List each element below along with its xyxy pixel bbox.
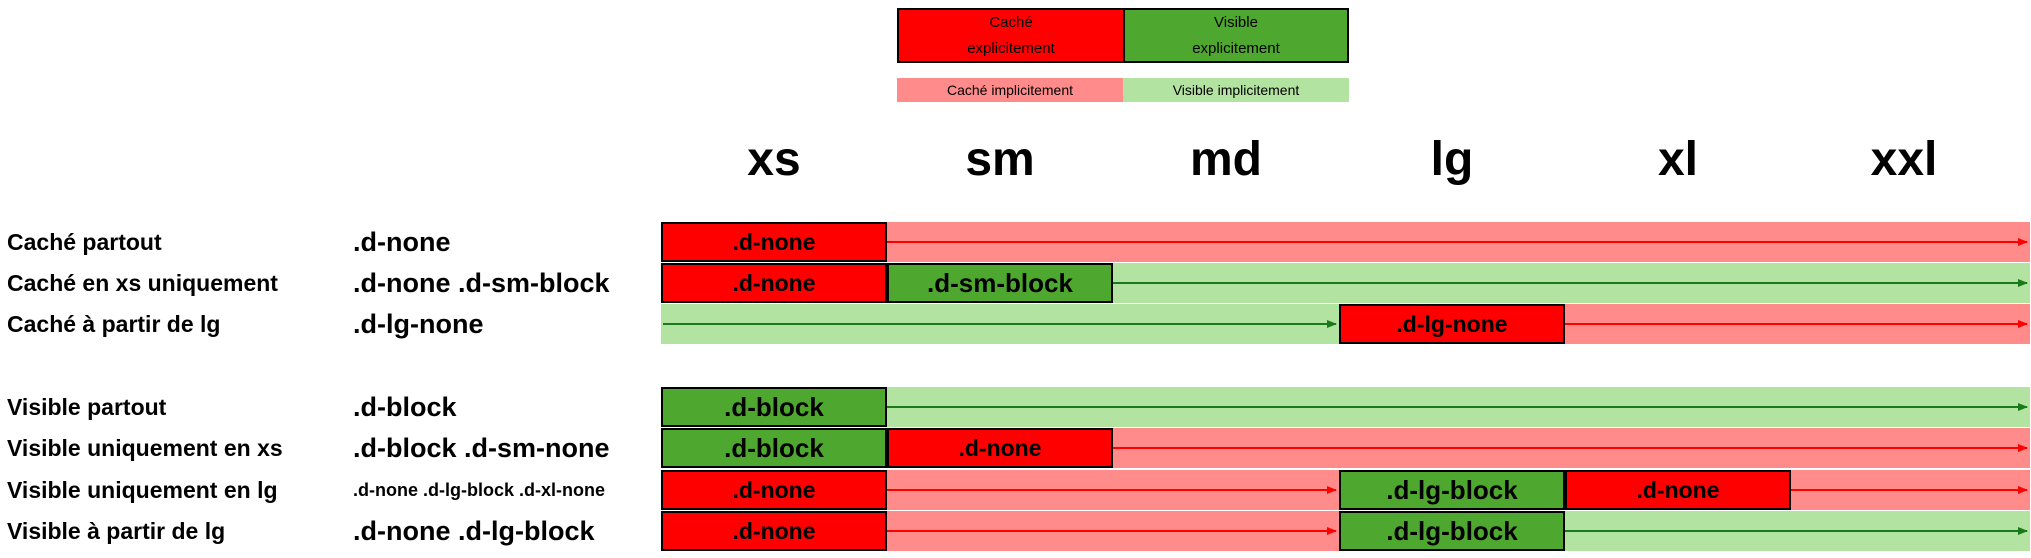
row-classes: .d-lg-none (353, 309, 484, 339)
breakpoint-header-lg: lg (1430, 133, 1474, 186)
cell-class-label: .d-none (732, 476, 816, 503)
row-classes: .d-none .d-lg-block .d-xl-none (353, 480, 605, 500)
legend-visible-implicit-label: Visible implicitement (1172, 82, 1300, 98)
visible-explicit-cell: .d-block (661, 387, 887, 427)
hidden-explicit-cell: .d-lg-none (1339, 304, 1565, 344)
cell-class-label: .d-block (724, 432, 824, 463)
legend-hidden-implicit: Caché implicitement (897, 78, 1123, 102)
visible-explicit-cell: .d-block (661, 428, 887, 468)
cell-class-label: .d-sm-block (927, 267, 1073, 298)
cell-class-label: .d-none (732, 228, 816, 255)
cell-class-label: .d-lg-block (1386, 474, 1518, 505)
hidden-explicit-cell: .d-none (887, 428, 1113, 468)
visible-explicit-cell: .d-lg-block (1339, 511, 1565, 551)
row-classes: .d-none .d-lg-block (353, 516, 595, 546)
breakpoint-header-md: md (1190, 133, 1262, 186)
legend-hidden-implicit-label: Caché implicitement (946, 82, 1074, 98)
row-label: Visible partout (7, 394, 167, 420)
visible-explicit-cell: .d-sm-block (887, 263, 1113, 303)
row-label: Visible uniquement en lg (7, 477, 278, 503)
legend-hidden-explicit: Caché explicitement (897, 8, 1123, 63)
row-classes: .d-block (353, 392, 457, 422)
hidden-explicit-cell: .d-none (1565, 470, 1791, 510)
row-label: Visible uniquement en xs (7, 435, 283, 461)
cell-class-label: .d-none (1636, 476, 1720, 503)
cell-class-label: .d-none (732, 269, 816, 296)
breakpoint-header-sm: sm (965, 133, 1035, 186)
cell-class-label: .d-lg-none (1396, 310, 1508, 337)
cell-class-label: .d-none (732, 517, 816, 544)
row-classes: .d-none .d-sm-block (353, 268, 610, 298)
cell-class-label: .d-block (724, 391, 824, 422)
breakpoint-header-xs: xs (747, 133, 801, 186)
legend-visible-explicit: Visible explicitement (1123, 8, 1349, 63)
hidden-explicit-cell: .d-none (661, 511, 887, 551)
row-classes: .d-block .d-sm-none (353, 433, 610, 463)
legend-visible-implicit: Visible implicitement (1123, 78, 1349, 102)
cell-class-label: .d-none (958, 434, 1042, 461)
breakpoint-header-xl: xl (1657, 133, 1699, 186)
row-label: Caché à partir de lg (7, 311, 221, 337)
row-label: Caché en xs uniquement (7, 270, 278, 296)
breakpoint-header-xxl: xxl (1870, 133, 1938, 186)
hidden-explicit-cell: .d-none (661, 470, 887, 510)
hidden-explicit-cell: .d-none (661, 222, 887, 262)
hidden-explicit-cell: .d-none (661, 263, 887, 303)
legend-hidden-explicit-label: Caché explicitement (967, 13, 1055, 57)
cell-class-label: .d-lg-block (1386, 515, 1518, 546)
row-label: Caché partout (7, 229, 162, 255)
legend-visible-explicit-label: Visible explicitement (1192, 13, 1280, 57)
row-label: Visible à partir de lg (7, 518, 226, 544)
row-classes: .d-none (353, 227, 451, 257)
visible-explicit-cell: .d-lg-block (1339, 470, 1565, 510)
